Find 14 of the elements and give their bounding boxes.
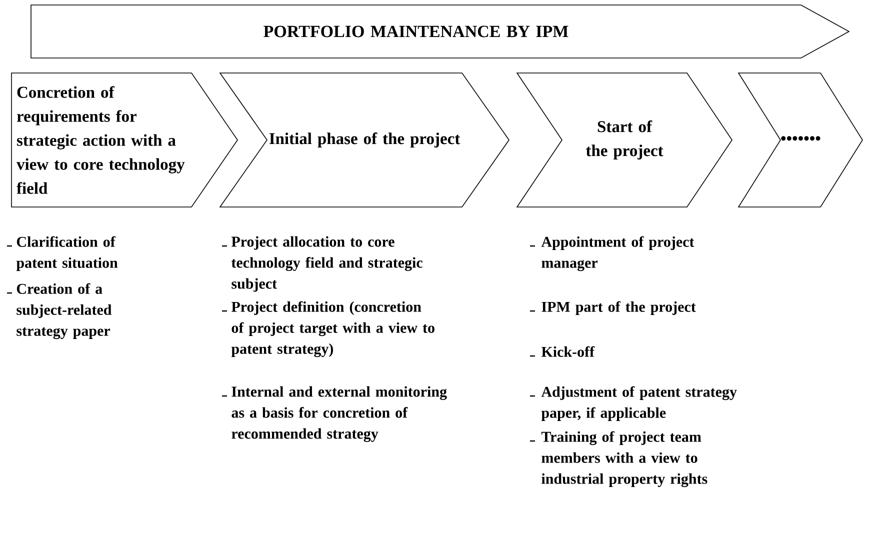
bullet-text: Creation of a subject-related strategy paper — [16, 283, 112, 340]
bullet-text: IPM part of the project — [542, 301, 696, 315]
bullet-text: Adjustment of patent strategy paper, if applicable — [541, 386, 737, 421]
bullet-text: Project definition (concretion of project target with a view to patent strategy) — [231, 301, 434, 358]
bullet-text: Clarification of patent situation — [16, 236, 118, 271]
bullet-text: Kick-off — [541, 346, 595, 357]
bullet-text: Internal and external monitoring as a basis for concretion of recommended strategy — [232, 386, 447, 442]
bullet-text: Training of project team members with a view to industrial property rights — [541, 431, 708, 488]
bullet-text: Appointment of project manager — [541, 236, 694, 272]
phase-box: Start of the project — [516, 72, 732, 208]
bullet-text: Project allocation to core technology field and strategic subject — [231, 236, 422, 292]
phase-box: Initial phase of the project — [219, 72, 510, 208]
phase-box: Concretion of requirements for strategic action with a view to core technology field — [11, 72, 238, 208]
phase-box: ••••••• — [738, 72, 863, 208]
